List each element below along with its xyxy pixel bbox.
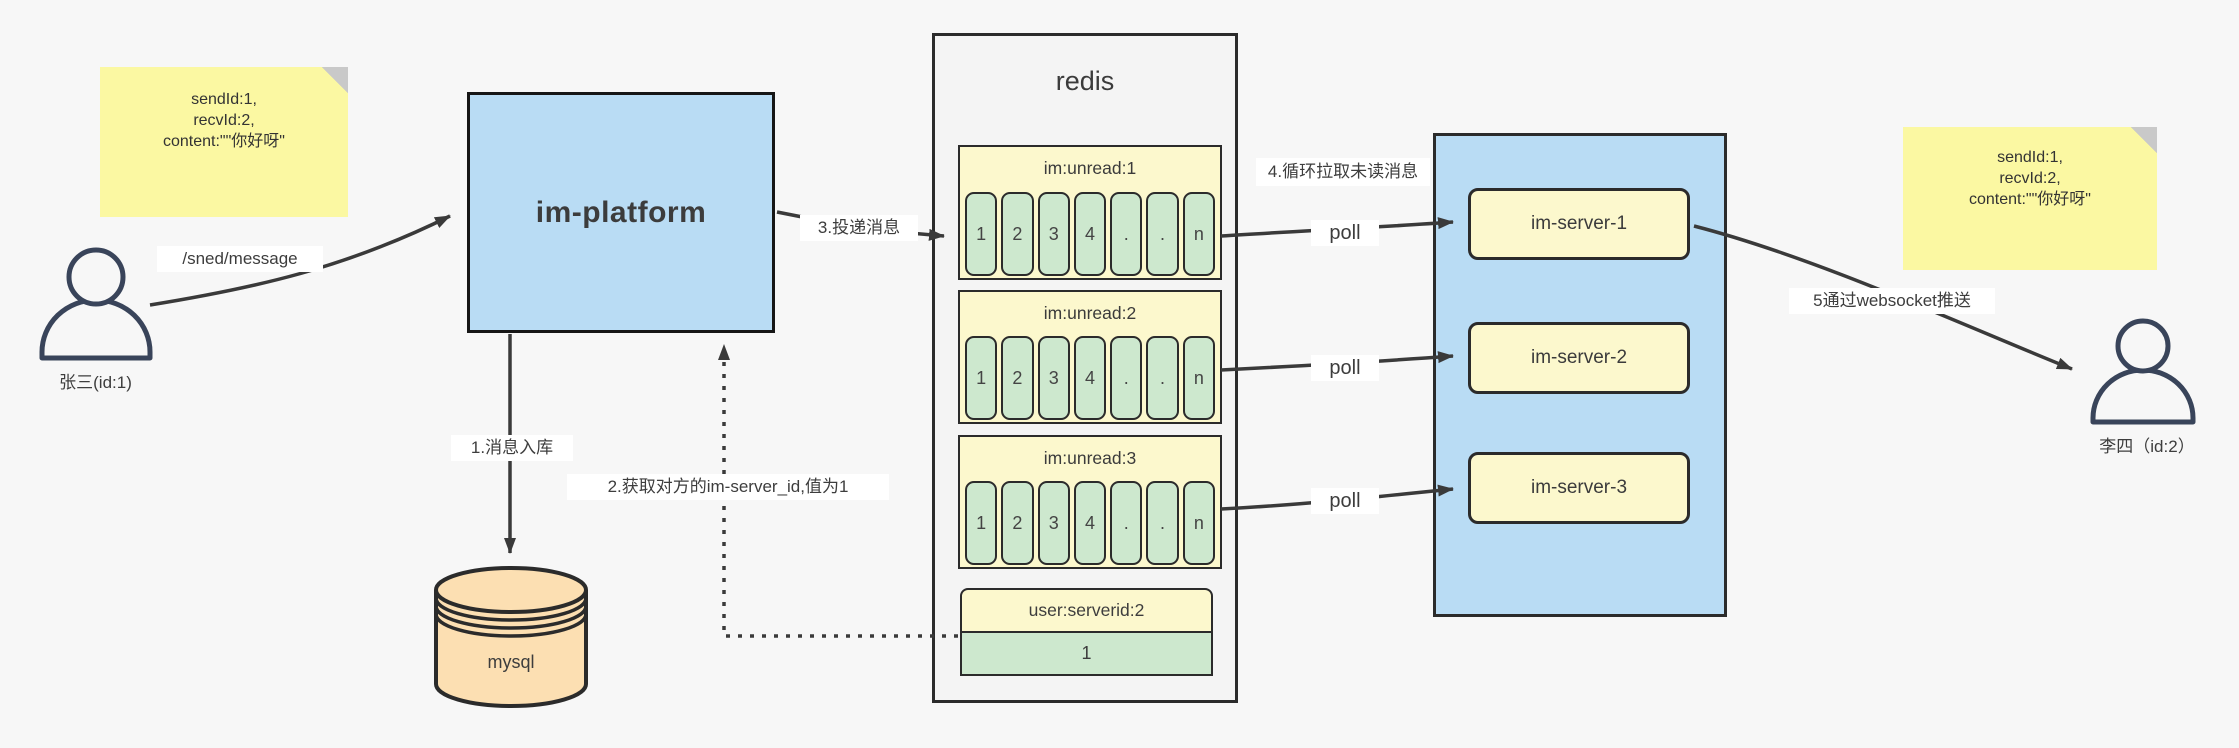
queue-title: im:unread:2: [1043, 303, 1137, 323]
step3-label: 3.投递消息: [800, 215, 918, 241]
queue-im-unread-1: im:unread:1 1 2 3 4 . . n: [958, 145, 1222, 280]
queue-cell: 2: [1001, 481, 1034, 565]
queue-cell: .: [1146, 481, 1179, 565]
queue-cell: 4: [1073, 336, 1107, 420]
receiver-person-icon: [2090, 318, 2196, 425]
step1-label: 1.消息入库: [451, 435, 573, 461]
queue-cell: .: [1146, 192, 1179, 276]
queue-title: im:unread:1: [1043, 158, 1137, 178]
queue-cells: 1 2 3 4 . . n: [963, 336, 1217, 420]
receiver-label: 李四（id:2）: [2099, 437, 2195, 456]
poll-label-2: poll: [1311, 355, 1379, 381]
queue-cell: 1: [965, 192, 998, 276]
note-line: recvId:2,: [193, 112, 255, 129]
queue-cell: n: [1182, 336, 1215, 420]
queue-cell: 3: [1037, 336, 1070, 420]
queue-cell: .: [1146, 336, 1179, 420]
user-serverid-value: 1: [960, 630, 1213, 676]
queue-title: im:unread:3: [1043, 448, 1137, 468]
folded-corner-icon: [322, 67, 348, 93]
im-server-1-node: im-server-1: [1468, 188, 1690, 260]
note-line: sendId:1,: [191, 91, 257, 108]
im-server-2-node: im-server-2: [1468, 322, 1690, 394]
step4-label: 4.循环拉取未读消息: [1256, 158, 1430, 186]
folded-corner-icon: [2131, 127, 2157, 153]
queue-cell: n: [1182, 192, 1215, 276]
note-line: content:""你好呀": [163, 133, 285, 150]
step5-label: 5通过websocket推送: [1789, 288, 1995, 314]
queue-im-unread-2: im:unread:2 1 2 3 4 . . n: [958, 290, 1222, 424]
im-platform-node: im-platform: [467, 92, 775, 333]
step2-label: 2.获取对方的im-server_id,值为1: [567, 474, 889, 500]
poll-label-3: poll: [1311, 488, 1379, 514]
redis-container: redis im:unread:1 1 2 3 4 . . n im:unrea…: [932, 33, 1238, 703]
user-serverid-key: user:serverid:2: [960, 588, 1213, 633]
queue-cell: 2: [1001, 336, 1034, 420]
sticky-note-right: sendId:1, recvId:2, content:""你好呀": [1903, 127, 2157, 270]
queue-cell: n: [1182, 481, 1215, 565]
redis-title: redis: [1055, 66, 1115, 96]
queue-cell: .: [1110, 336, 1143, 420]
queue-cell: .: [1110, 192, 1143, 276]
queue-cell: 1: [965, 336, 998, 420]
sender-person-icon: [39, 247, 153, 361]
poll-label-1: poll: [1311, 220, 1379, 246]
queue-cell: 4: [1073, 192, 1107, 276]
queue-cells: 1 2 3 4 . . n: [963, 481, 1217, 565]
sender-label: 张三(id:1): [59, 373, 132, 392]
user-serverid-block: user:serverid:2 1: [960, 588, 1213, 676]
note-line: content:""你好呀": [1969, 191, 2091, 208]
queue-im-unread-3: im:unread:3 1 2 3 4 . . n: [958, 435, 1222, 569]
send-api-label: /sned/message: [157, 246, 323, 272]
queue-cell: .: [1110, 481, 1143, 565]
mysql-cylinder-icon: [434, 566, 588, 708]
queue-cell: 2: [1001, 192, 1034, 276]
sticky-note-left: sendId:1, recvId:2, content:""你好呀": [100, 67, 348, 217]
queue-cell: 1: [965, 481, 998, 565]
im-server-3-node: im-server-3: [1468, 452, 1690, 524]
note-line: sendId:1,: [1997, 149, 2063, 166]
queue-cell: 3: [1037, 481, 1070, 565]
im-platform-label: im-platform: [535, 195, 707, 229]
queue-cell: 4: [1073, 481, 1107, 565]
im-server-group: im-server-1 im-server-2 im-server-3: [1433, 133, 1727, 617]
mysql-label: mysql: [487, 652, 535, 672]
queue-cells: 1 2 3 4 . . n: [963, 192, 1217, 276]
queue-cell: 3: [1037, 192, 1070, 276]
note-line: recvId:2,: [1999, 170, 2061, 187]
